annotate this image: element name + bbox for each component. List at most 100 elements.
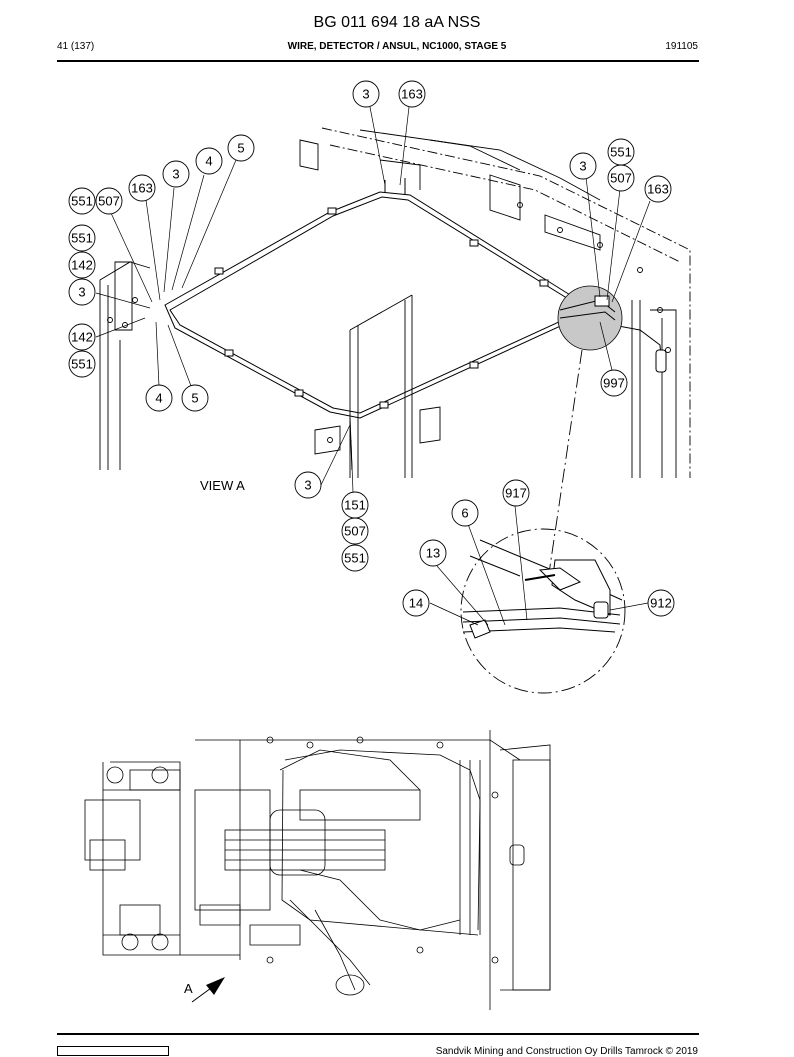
- callout-bubble: 551: [607, 138, 635, 166]
- callout-bubble: 3: [162, 160, 190, 188]
- callout-bubbles: 3 163 5 4 3 163 551 507 551 142 3 142 551 4 5 3 551 507 16…: [68, 80, 675, 617]
- callout-bubble: 142: [68, 323, 96, 351]
- callout-circle: [607, 164, 635, 192]
- callout-bubble: 551: [68, 350, 96, 378]
- callout-circle: [402, 589, 430, 617]
- document-title: BG 011 694 18 aA NSS: [313, 14, 481, 31]
- view-a-arrow-icon: [191, 977, 225, 1003]
- callout-bubble: 507: [607, 164, 635, 192]
- callout-number: 551: [610, 145, 632, 160]
- callout-circle: [128, 174, 156, 202]
- callout-circle: [95, 187, 123, 215]
- callout-number: 551: [71, 231, 93, 246]
- callout-number: 163: [647, 182, 669, 197]
- callout-circle: [502, 479, 530, 507]
- callout-number: 3: [172, 167, 179, 182]
- callout-circle: [647, 589, 675, 617]
- callout-bubble: 142: [68, 251, 96, 279]
- callout-circle: [68, 323, 96, 351]
- callout-circle: [398, 80, 426, 108]
- detector-fitting: [559, 295, 616, 321]
- callout-number: 142: [71, 330, 93, 345]
- callout-number: 3: [304, 478, 311, 493]
- callout-bubble: 3: [68, 278, 96, 306]
- callout-bubble: 551: [68, 224, 96, 252]
- callout-number: 997: [603, 376, 625, 391]
- callout-bubble: 551: [68, 187, 96, 215]
- callout-bubble: 4: [195, 147, 223, 175]
- footer-rule: [57, 1033, 699, 1035]
- callout-circle: [419, 539, 447, 567]
- callout-number: 142: [71, 258, 93, 273]
- company-logo: [57, 1046, 169, 1056]
- callout-bubble: 4: [145, 384, 173, 412]
- callout-bubble: 163: [398, 80, 426, 108]
- callout-circle: [145, 384, 173, 412]
- callout-number: 163: [131, 181, 153, 196]
- callout-number: 912: [650, 596, 672, 611]
- callout-number: 3: [579, 159, 586, 174]
- callout-circle: [181, 384, 209, 412]
- callout-bubble: 997: [600, 369, 628, 397]
- callout-circle: [294, 471, 322, 499]
- callout-number: 551: [344, 551, 366, 566]
- callout-number: 507: [98, 194, 120, 209]
- detail-reference-line: [547, 349, 583, 581]
- callout-number: 3: [78, 285, 85, 300]
- callout-number: 4: [155, 391, 162, 406]
- callout-bubble: 551: [341, 544, 369, 572]
- callout-circle: [227, 134, 255, 162]
- callout-number: 13: [426, 546, 440, 561]
- document-date: 191105: [665, 41, 698, 52]
- callout-number: 14: [409, 596, 423, 611]
- callout-circle: [341, 544, 369, 572]
- callout-number: 3: [362, 87, 369, 102]
- header-rule: [57, 60, 699, 62]
- callout-circle: [68, 278, 96, 306]
- callout-number: 507: [610, 171, 632, 186]
- callout-circle: [644, 175, 672, 203]
- callout-bubble: 5: [181, 384, 209, 412]
- callout-bubble: 917: [502, 479, 530, 507]
- callout-number: 5: [191, 391, 198, 406]
- callout-bubble: 3: [294, 471, 322, 499]
- callout-leader-lines: [95, 106, 651, 626]
- callout-circle: [352, 80, 380, 108]
- callout-number: 6: [461, 506, 468, 521]
- detail-view: [460, 528, 626, 694]
- callout-bubble: 163: [644, 175, 672, 203]
- callout-number: 163: [401, 87, 423, 102]
- callout-circle: [162, 160, 190, 188]
- callout-circle: [600, 369, 628, 397]
- callout-bubble: 3: [352, 80, 380, 108]
- machine-overview: [84, 730, 551, 1010]
- callout-bubble: 507: [341, 517, 369, 545]
- callout-bubble: 3: [569, 152, 597, 180]
- callout-bubble: 5: [227, 134, 255, 162]
- callout-bubble: 912: [647, 589, 675, 617]
- callout-circle: [68, 224, 96, 252]
- callout-number: 151: [344, 498, 366, 513]
- callout-number: 917: [505, 486, 527, 501]
- callout-bubble: 14: [402, 589, 430, 617]
- callout-number: 551: [71, 357, 93, 372]
- callout-circle: [569, 152, 597, 180]
- callout-number: 551: [71, 194, 93, 209]
- callout-circle: [451, 499, 479, 527]
- view-a-label: VIEW A: [200, 478, 245, 493]
- footer-copyright: Sandvik Mining and Construction Oy Drill…: [435, 1046, 698, 1057]
- callout-bubble: 13: [419, 539, 447, 567]
- page-number: 41 (137): [57, 41, 95, 52]
- view-a-arrow-label: A: [184, 981, 193, 996]
- callout-number: 507: [344, 524, 366, 539]
- callout-circle: [68, 187, 96, 215]
- callout-bubble: 151: [341, 491, 369, 519]
- callout-number: 5: [237, 141, 244, 156]
- callout-number: 4: [205, 154, 212, 169]
- callout-bubble: 163: [128, 174, 156, 202]
- document-subtitle: WIRE, DETECTOR / ANSUL, NC1000, STAGE 5: [287, 41, 507, 52]
- callout-circle: [341, 517, 369, 545]
- callout-bubble: 507: [95, 187, 123, 215]
- callout-circle: [68, 251, 96, 279]
